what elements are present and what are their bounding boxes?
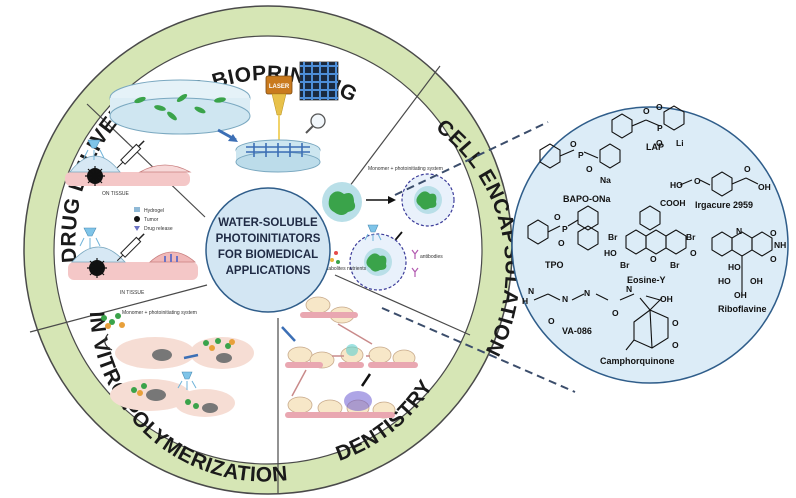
bapo-structure [539, 143, 621, 169]
va-n2: N [562, 294, 568, 304]
va-h1: H [522, 296, 528, 306]
lap-li: Li [676, 138, 684, 148]
connector-bottom [381, 307, 576, 393]
tpo-label: TPO [545, 260, 564, 270]
bapo-o2: O [586, 164, 593, 174]
eosin-o2: O [650, 254, 657, 264]
antibodies-label: antibodies [420, 254, 443, 260]
cell-encapsulation-illustration: Monomer + photoinitiating system antibod… [320, 166, 455, 291]
legend-hydrogel: Hydrogel [144, 208, 164, 214]
eosin-o: O [690, 248, 697, 258]
center-circle [205, 187, 331, 313]
metabolites-label: metabolites nutrients [320, 266, 367, 272]
va086-label: VA-086 [562, 326, 592, 336]
cq-o1: O [672, 318, 679, 328]
va-o1: O [548, 316, 555, 326]
lap-o2: O [656, 102, 663, 112]
in-tissue-label: IN TISSUE [120, 290, 145, 296]
cell-monomer-label: Monomer + photoinitiating system [368, 166, 443, 172]
lap-o1: O [643, 106, 650, 116]
photoinitiators-circle [511, 106, 789, 384]
ribo-ho2: HO [718, 276, 731, 286]
tpo-o2: O [558, 238, 565, 248]
bapo-label: BAPO-ONa [563, 194, 611, 204]
camphorquinone-structure [625, 297, 669, 351]
irgacure-structure [679, 171, 759, 197]
laser-label: LASER [269, 84, 290, 90]
ribo-o1: O [770, 228, 777, 238]
camphorquinone-label: Camphorquinone [600, 356, 675, 366]
irg-ho: HO [670, 180, 683, 190]
eosin-br3: Br [620, 260, 630, 270]
center-line-4: APPLICATIONS [226, 265, 311, 277]
ribo-o2: O [770, 254, 777, 264]
dentistry-illustration [281, 296, 418, 419]
drug-delivery-illustration: ON TISSUE Hydrogel Tumor Drug release IN… [65, 139, 198, 296]
eosin-structure [625, 205, 687, 255]
cq-o2: O [672, 340, 679, 350]
center-line-2: PHOTOINITIATORS [216, 233, 321, 245]
invitro-monomer-label: Monomer + photoinitiating system [122, 310, 197, 316]
va-oh: OH [660, 294, 673, 304]
irg-o1: O [694, 176, 701, 186]
riboflavin-label: Riboflavine [718, 304, 767, 314]
eosin-br2: Br [686, 232, 696, 242]
syringe-icon [116, 140, 145, 169]
eosin-cooh: COOH [660, 198, 686, 208]
bioprinting-illustration: LASER [109, 61, 339, 173]
tpo-structure [527, 205, 599, 251]
lap-p: P [657, 123, 663, 133]
lap-structure [611, 105, 685, 139]
segment-dividers [29, 65, 471, 493]
lap-label: LAP [646, 142, 664, 152]
in-vitro-illustration: Monomer + photoinitiating system [101, 310, 254, 417]
bapo-o1: O [570, 139, 577, 149]
va-n1: N [528, 286, 534, 296]
va-n3: N [584, 288, 590, 298]
va-o2: O [612, 308, 619, 318]
legend-tumor: Tumor [144, 217, 159, 223]
ribo-oh1: OH [750, 276, 763, 286]
eosin-label: Eosine-Y [627, 275, 666, 285]
on-tissue-label: ON TISSUE [102, 191, 130, 197]
va086-structure [533, 293, 661, 301]
eosin-ho: HO [604, 248, 617, 258]
riboflavin-structure [711, 231, 773, 296]
ribo-nh: NH [774, 240, 786, 250]
irgacure-label: Irgacure 2959 [695, 200, 753, 210]
bapo-p: P [578, 150, 584, 160]
eosin-br4: Br [670, 260, 680, 270]
tpo-o1: O [554, 212, 561, 222]
eosin-br1: Br [608, 232, 618, 242]
irg-o2: O [744, 164, 751, 174]
irg-oh: OH [758, 182, 771, 192]
tpo-p: P [562, 224, 568, 234]
cells-in-dish [134, 93, 226, 121]
connector-top [394, 121, 549, 196]
center-line-3: FOR BIOMEDICAL [218, 249, 318, 261]
center-line-1: WATER-SOLUBLE [218, 217, 318, 229]
lap-o3: O [656, 138, 663, 148]
bapo-na: Na [600, 175, 611, 185]
legend-drug-release: Drug release [144, 226, 173, 232]
ribo-n1: N [736, 226, 742, 236]
va-n4: N [626, 284, 632, 294]
ribo-ho1: HO [728, 262, 741, 272]
ribo-oh2: OH [734, 290, 747, 300]
